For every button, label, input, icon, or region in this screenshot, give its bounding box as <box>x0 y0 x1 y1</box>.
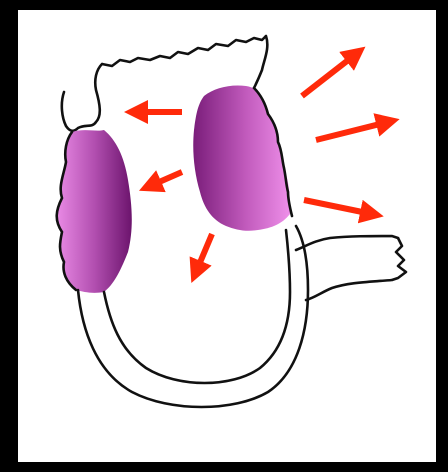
left-tissue-segment <box>57 130 132 293</box>
